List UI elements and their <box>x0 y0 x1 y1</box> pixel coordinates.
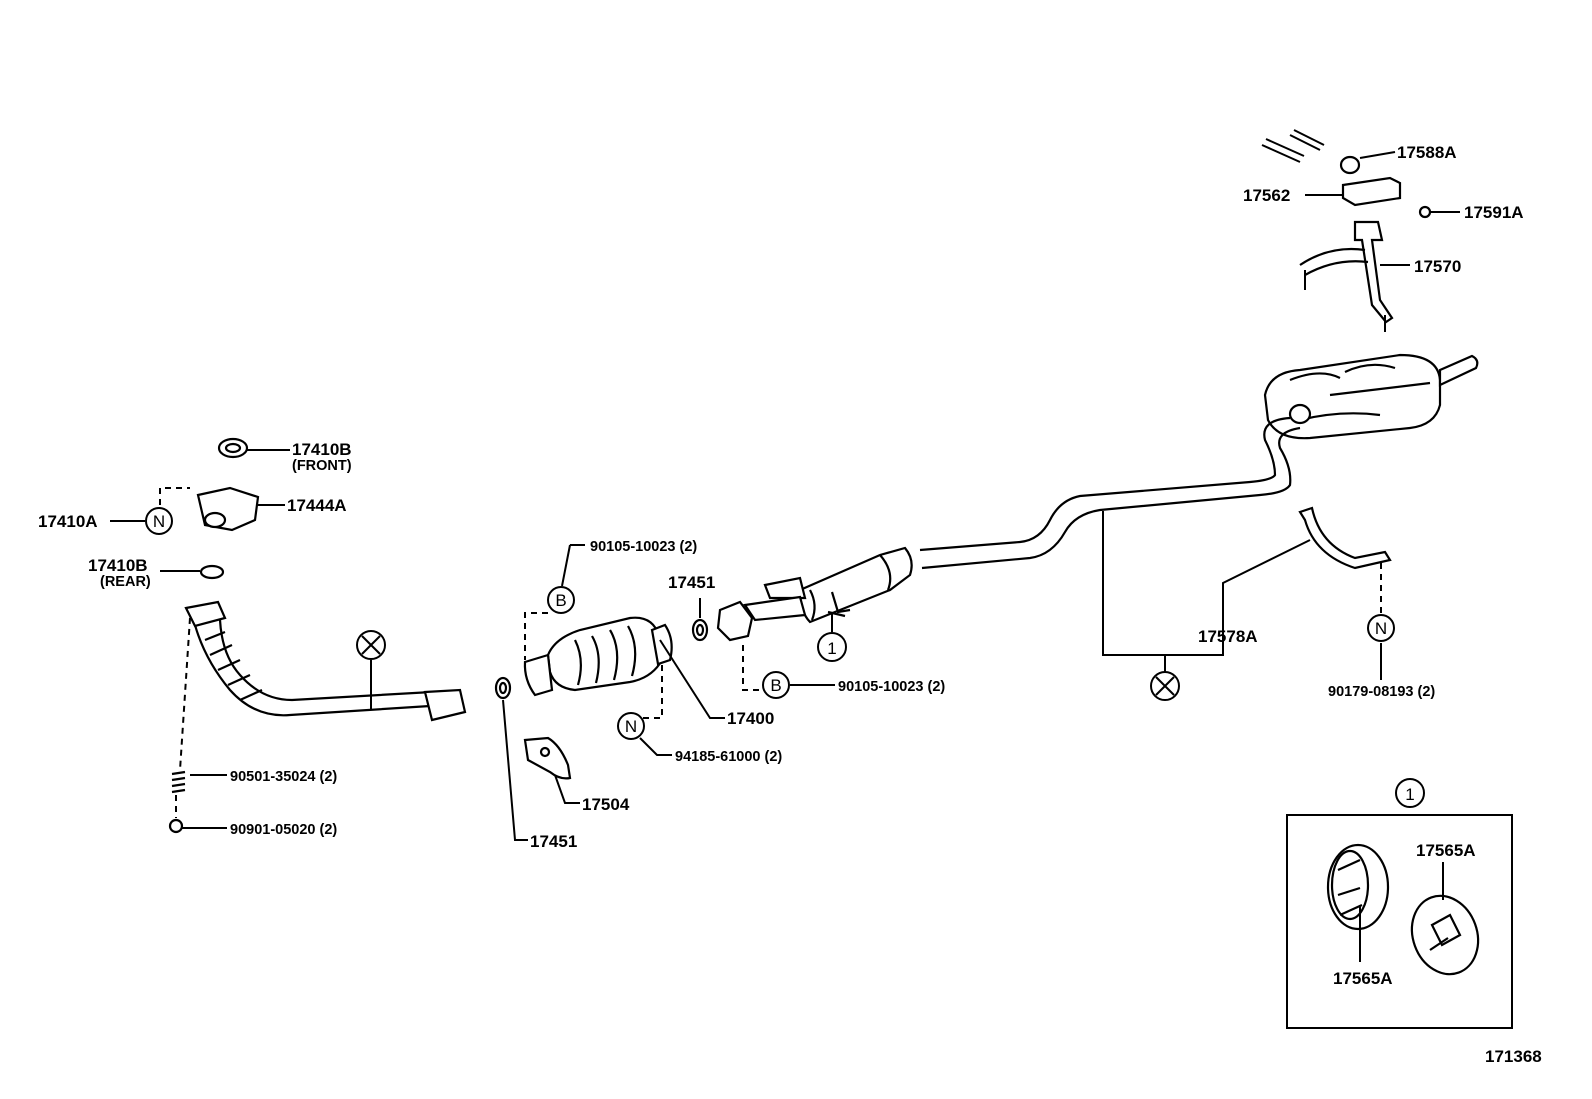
converter-body-17400 <box>546 616 664 692</box>
gasket-17410b-rear <box>199 564 225 580</box>
label-rear: (REAR) <box>100 574 151 590</box>
part-labels: 17588A 17562 17591A 17570 17410B (FRONT)… <box>38 143 1542 1066</box>
heat-shield-17504 <box>523 736 572 780</box>
label-17410b-front: 17410B <box>292 440 352 459</box>
n-mark-letter: N <box>1375 619 1387 638</box>
n-mark-90179: N <box>1367 614 1395 642</box>
detail-marker-hook: 17451 1 <box>817 632 847 662</box>
detail-marker-number: 1 <box>827 639 836 658</box>
front-pipe-flange <box>184 600 227 628</box>
bolt-part-17591a <box>1418 205 1432 219</box>
tail-pipe-muffler <box>919 353 1479 570</box>
detail-marker-inset: 1 <box>1395 778 1425 808</box>
center-pipe <box>716 546 913 642</box>
b-mark-letter: B <box>555 591 566 610</box>
label-17444a: 17444A <box>287 496 347 515</box>
label-90901: 90901-05020 (2) <box>230 822 337 838</box>
label-17451-top: 17451 <box>668 573 715 592</box>
rubber-hangers <box>1326 843 1480 976</box>
resonator <box>798 546 913 624</box>
label-94185: 94185-61000 (2) <box>675 749 782 765</box>
detail-marker-number: 1 <box>1405 785 1414 804</box>
label-17591a: 17591A <box>1464 203 1524 222</box>
label-90501: 90501-35024 (2) <box>230 769 337 785</box>
label-17578a: 17578A <box>1198 627 1258 646</box>
cross-mark-front <box>356 630 386 660</box>
hanger-assembly <box>1261 129 1460 332</box>
n-mark-letter: N <box>625 717 637 736</box>
label-90179: 90179-08193 (2) <box>1328 684 1435 700</box>
label-17410a: 17410A <box>38 512 98 531</box>
label-17451-bottom: 17451 <box>530 832 577 851</box>
figure-number: 171368 <box>1485 1047 1542 1066</box>
nut-90901 <box>168 818 184 834</box>
inset-box <box>1286 814 1513 1029</box>
spring-90501 <box>171 770 186 794</box>
muffler-body <box>1263 353 1442 440</box>
label-front: (FRONT) <box>292 458 352 474</box>
label-17400: 17400 <box>727 709 774 728</box>
gaskets <box>494 618 709 700</box>
hanger-17565a-right <box>1410 894 1480 976</box>
label-90105-bottom: 90105-10023 (2) <box>838 679 945 695</box>
label-17565a-right: 17565A <box>1416 841 1476 860</box>
b-mark-letter: B <box>770 676 781 695</box>
leader-lines <box>110 449 1444 962</box>
label-17410b-rear: 17410B <box>88 556 148 575</box>
n-mark-17410a: N <box>145 507 173 535</box>
catalytic-converter <box>523 616 673 697</box>
clamp-17578a <box>1298 506 1392 570</box>
block-part-17562 <box>1341 176 1402 207</box>
bracket-part-17570 <box>1353 220 1394 324</box>
n-mark-94185: N <box>617 712 645 740</box>
label-17565a-left: 17565A <box>1333 969 1393 988</box>
flange-front-center <box>716 600 754 642</box>
label-17570: 17570 <box>1414 257 1461 276</box>
label-17504: 17504 <box>582 795 630 814</box>
n-mark-letter: N <box>153 512 165 531</box>
cross-mark-rear <box>1150 671 1180 701</box>
ring-part-17588a <box>1339 155 1361 175</box>
label-17588a: 17588A <box>1397 143 1457 162</box>
b-mark-top: B <box>547 586 575 614</box>
front-pipe-rear-flange <box>423 688 467 722</box>
front-pipe <box>184 600 467 722</box>
label-17562: 17562 <box>1243 186 1290 205</box>
label-90105-top: 90105-10023 (2) <box>590 539 697 555</box>
b-mark-bottom: B <box>762 671 790 699</box>
